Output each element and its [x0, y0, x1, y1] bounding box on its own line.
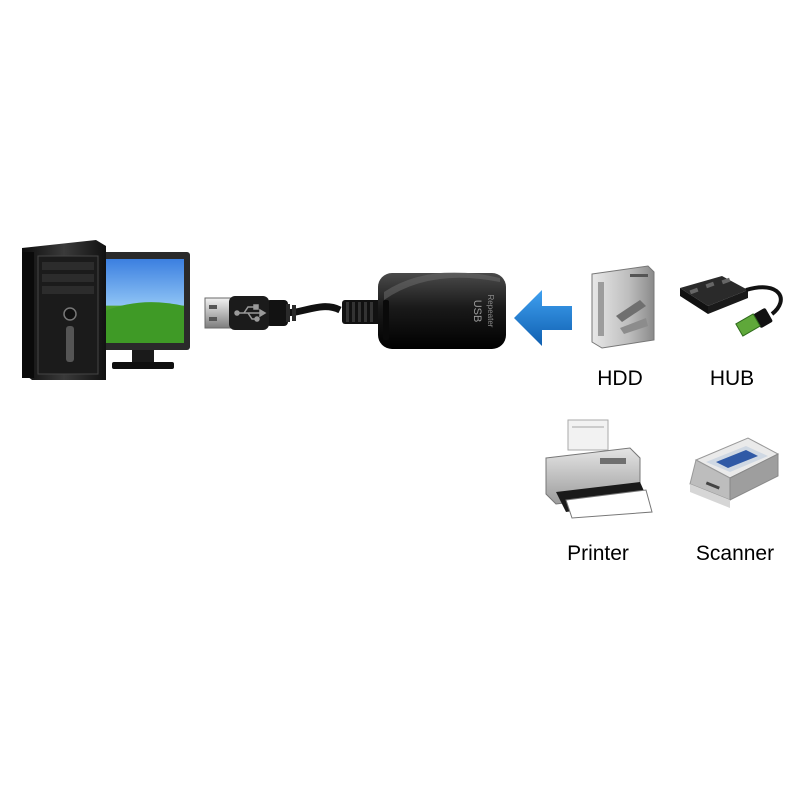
external-hdd-icon — [591, 265, 655, 349]
device-label-printer: Printer — [567, 542, 629, 565]
usb-repeater-icon: USB Repeater — [378, 272, 506, 349]
usb-trident-icon — [234, 304, 267, 322]
monitor — [96, 252, 190, 369]
usb-hub-icon — [680, 276, 783, 337]
repeater-label-line2: Repeater — [486, 295, 495, 328]
usb-cable — [266, 300, 382, 326]
usb-a-plug-icon — [204, 296, 269, 330]
arrow-left-icon — [514, 290, 572, 346]
pc-tower — [22, 240, 106, 380]
device-label-hdd: HDD — [597, 367, 643, 390]
printer-icon — [545, 419, 653, 519]
repeater-label-line1: USB — [471, 300, 483, 323]
desktop-computer-icon — [22, 240, 190, 380]
device-label-scanner: Scanner — [696, 542, 774, 565]
scanner-icon — [689, 437, 780, 508]
device-label-hub: HUB — [710, 367, 754, 390]
